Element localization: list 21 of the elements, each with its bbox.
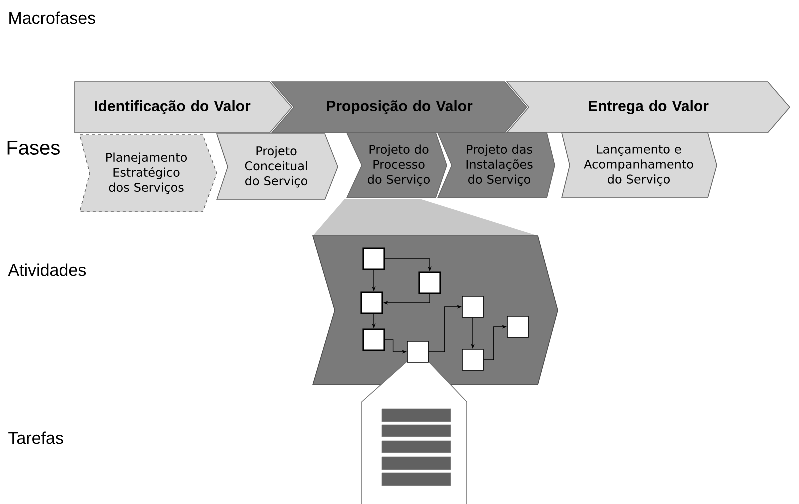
phase-banner: Projeto das Instalações do Serviço <box>437 132 556 198</box>
level-label: Macrofases <box>10 12 96 24</box>
activity-box <box>362 328 386 352</box>
activity-box <box>462 296 484 318</box>
phase-banner: Projeto Conceitual do Serviço <box>216 134 338 200</box>
activity-box <box>360 292 384 314</box>
phase-banner: Lançamento e Acompanhamento do Serviço <box>562 132 718 198</box>
phase-banner: Planejamento Estratégico dos Serviços <box>79 134 218 212</box>
activity-box <box>407 341 429 363</box>
activity-box <box>362 248 386 270</box>
zoom-wedge <box>313 199 538 236</box>
phase-banner: Projeto do Processo do Serviço <box>346 132 448 198</box>
level-label: Tarefas <box>8 432 64 444</box>
macrophase-banner: Entrega do Valor <box>506 82 791 134</box>
macrophase-banner: Identificação do Valor <box>74 82 293 134</box>
level-label: Atividades <box>8 264 86 276</box>
activity-box <box>418 272 442 294</box>
macrophase-banner: Proposição do Valor <box>271 82 528 134</box>
level-label: Fases <box>8 141 60 155</box>
activity-box <box>507 316 529 338</box>
activity-box <box>462 349 484 371</box>
